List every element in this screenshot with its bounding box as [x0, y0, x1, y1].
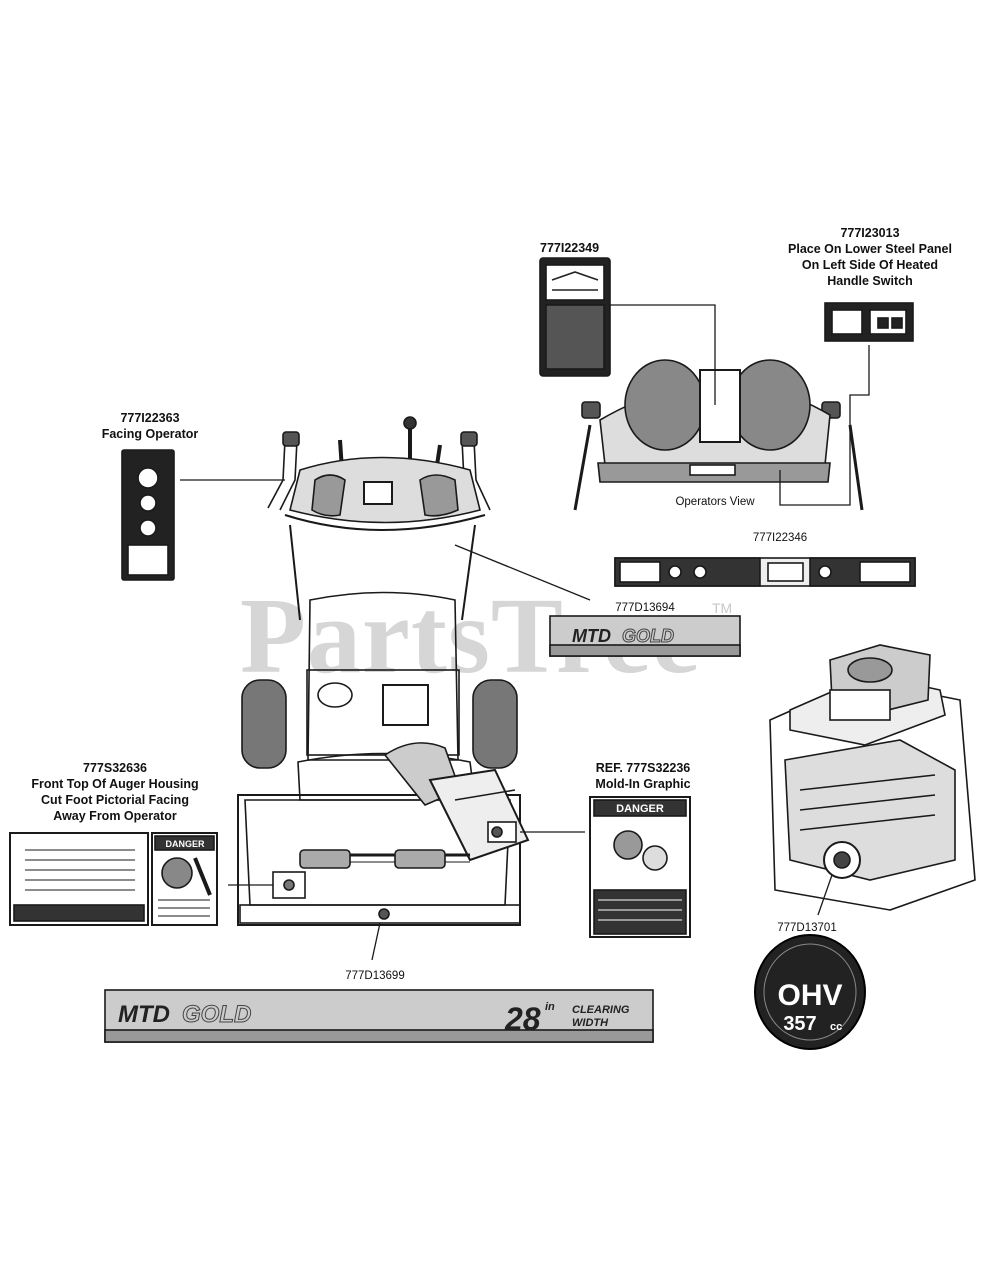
engine-illustration: [769, 644, 976, 911]
part-note-line: Mold-In Graphic: [595, 777, 691, 791]
decal-777I23013-graphic: [824, 302, 914, 342]
displacement-unit: cc: [830, 1021, 842, 1033]
operators-view-illustration: [573, 359, 864, 511]
decal-777D13701-graphic: [754, 934, 866, 1050]
part-number-777I22349: 777I22349: [540, 241, 600, 255]
ohv-word: OHV: [777, 979, 842, 1012]
decal-777I22349-graphic: [539, 257, 611, 377]
mtd-large-logo: MTD: [118, 1001, 170, 1028]
gold-small-logo: GOLD: [622, 626, 674, 646]
part-note-line: On Left Side Of Heated: [801, 258, 939, 272]
part-number-777I23013: 777I23013: [840, 226, 900, 240]
part-number-777I22346: 777I22346: [752, 532, 808, 544]
clearing-word-2: WIDTH: [572, 1017, 609, 1029]
part-note-line: Away From Operator: [53, 809, 177, 823]
part-note-line: Handle Switch: [827, 274, 913, 288]
decal-777S32636-graphic: [9, 832, 218, 926]
operators-view-caption: Operators View: [675, 496, 755, 508]
part-number-777D13699: 777D13699: [345, 970, 405, 982]
decal-777D13699-graphic: [104, 989, 654, 1043]
part-note-line: Facing Operator: [101, 427, 199, 441]
part-note-line: Cut Foot Pictorial Facing: [41, 793, 189, 807]
danger-word-small: DANGER: [165, 839, 205, 849]
leader-lines: [180, 304, 870, 961]
part-number-777S32636: 777S32636: [83, 761, 147, 775]
gold-large-logo: GOLD: [182, 1001, 251, 1028]
clearing-size: 28: [504, 1001, 541, 1037]
part-number-777S32236: REF. 777S32236: [595, 761, 691, 775]
watermark-trademark: TM: [712, 600, 733, 616]
part-777S32636-label: 777S32636 Front Top Of Auger Housing Cut…: [15, 760, 215, 824]
part-777I22363-label: 777I22363 Facing Operator: [80, 410, 220, 442]
decal-777I22346-graphic: [614, 557, 916, 587]
clearing-unit: in: [545, 1001, 555, 1013]
part-note-line: Front Top Of Auger Housing: [31, 777, 199, 791]
decal-777I22363-graphic: [121, 449, 175, 581]
part-number-777I22363: 777I22363: [120, 411, 180, 425]
clearing-word-1: CLEARING: [572, 1004, 630, 1016]
snow-thrower-illustration: [237, 416, 530, 926]
part-number-777D13701: 777D13701: [777, 922, 837, 934]
decal-777S32236-graphic: [589, 796, 691, 938]
danger-word: DANGER: [616, 803, 664, 815]
part-note-line: Place On Lower Steel Panel: [788, 242, 952, 256]
mtd-small-logo: MTD: [572, 626, 611, 646]
part-number-777D13694: 777D13694: [615, 602, 675, 614]
displacement-value: 357: [783, 1013, 816, 1035]
part-777I23013-label: 777I23013 Place On Lower Steel Panel On …: [770, 225, 970, 289]
part-777S32236-label: REF. 777S32236 Mold-In Graphic: [578, 760, 708, 792]
decal-777D13694-graphic: [549, 615, 741, 657]
